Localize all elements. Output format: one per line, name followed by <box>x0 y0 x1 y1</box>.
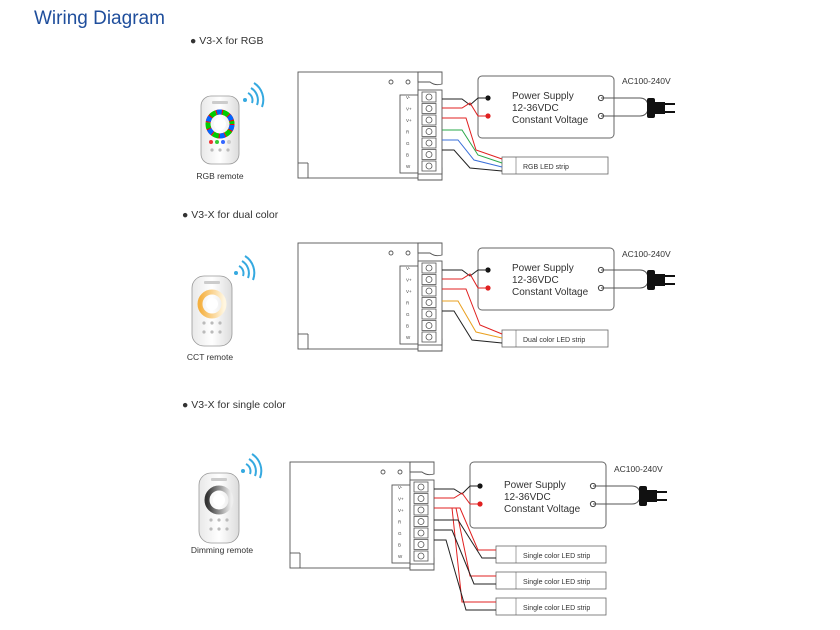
terminal-label: V- <box>398 485 403 490</box>
terminal-label: R <box>406 130 410 135</box>
ps-line1: Power Supply <box>512 91 574 102</box>
ac-label: AC100-240V <box>614 464 663 474</box>
terminal-label: W <box>406 335 411 340</box>
terminal-label: B <box>406 153 409 158</box>
wifi-icon <box>243 82 265 108</box>
terminal-screw <box>425 128 433 135</box>
terminal-screw <box>425 299 433 306</box>
terminal-label: B <box>398 543 401 548</box>
led-strip-rgb: RGB LED strip <box>501 156 609 175</box>
terminal-screw <box>425 310 433 318</box>
terminal-label: V- <box>406 95 411 100</box>
led-strip-dual: Dual color LED strip <box>501 329 609 348</box>
ps-line3: Constant Voltage <box>512 115 589 126</box>
controller-rgb: V- V+ V+ R G B W <box>297 71 443 181</box>
terminal-screw <box>425 333 433 341</box>
dimming-remote <box>198 472 240 544</box>
terminal-screw <box>425 162 433 170</box>
section-single-color: V- V+ V+ R G B W Power Supply 12-36VDC Constan… <box>198 453 667 616</box>
terminal-label: V- <box>406 266 411 271</box>
terminal-screw <box>425 139 433 147</box>
terminal-label: V+ <box>406 107 412 112</box>
terminal-screw <box>417 529 425 537</box>
strip-label: RGB LED strip <box>523 164 569 171</box>
terminal-screw <box>417 495 425 502</box>
terminal-label: W <box>406 164 411 169</box>
ps-line1: Power Supply <box>512 263 574 274</box>
strip-label: Single color LED strip <box>523 605 590 612</box>
ps-line2: 12-36VDC <box>504 492 551 503</box>
terminal-label: B <box>406 324 409 329</box>
terminal-screw <box>425 322 433 329</box>
terminal-label: G <box>406 141 410 146</box>
ps-line3: Constant Voltage <box>512 287 589 298</box>
wifi-icon <box>234 255 256 281</box>
terminal-screw <box>425 287 433 295</box>
power-supply-single: Power Supply 12-36VDC Constant Voltage <box>469 461 607 529</box>
terminal-screw <box>417 518 425 525</box>
rgb-remote <box>200 95 240 165</box>
terminal-label: V+ <box>406 118 412 123</box>
wires-single <box>434 485 496 611</box>
wifi-icon <box>241 453 263 479</box>
remote-label-dimming: Dimming remote <box>190 545 254 555</box>
section-rgb: V- V+ V+ R G B W Power Supply 12-36VDC Constan… <box>200 71 675 181</box>
terminal-label: W <box>398 554 403 559</box>
strip-label: Single color LED strip <box>523 553 590 560</box>
wires-rgb <box>442 97 503 172</box>
led-strip-single-3: Single color LED strip <box>495 597 607 616</box>
strip-label: Dual color LED strip <box>523 337 585 344</box>
plug-icon <box>593 485 667 506</box>
remote-label-rgb: RGB remote <box>196 171 244 181</box>
controller-single: V- V+ V+ R G B W <box>289 461 435 571</box>
terminal-screw <box>425 276 433 283</box>
power-supply-rgb: Power Supply 12-36VDC Constant Voltage <box>477 75 615 139</box>
terminal-label: V+ <box>406 289 412 294</box>
ac-label: AC100-240V <box>622 249 671 259</box>
ac-label: AC100-240V <box>622 76 671 86</box>
led-strip-single-2: Single color LED strip <box>495 571 607 590</box>
terminal-label: R <box>398 520 402 525</box>
terminal-screw <box>425 105 433 112</box>
led-strip-single-1: Single color LED strip <box>495 545 607 564</box>
terminal-screw <box>425 116 433 124</box>
terminal-label: V+ <box>398 497 404 502</box>
cct-remote <box>191 275 233 347</box>
section-label-rgb: ● V3-X for RGB <box>190 35 264 47</box>
terminal-label: G <box>406 312 410 317</box>
ps-line3: Constant Voltage <box>504 504 581 515</box>
terminal-screw <box>425 93 433 101</box>
terminal-label: R <box>406 301 410 306</box>
section-dual-color: V- V+ V+ R G B W Power Supply 12-36VDC Constan… <box>191 242 675 352</box>
ps-line2: 12-36VDC <box>512 275 559 286</box>
terminal-label: V+ <box>398 508 404 513</box>
remote-label-cct: CCT remote <box>186 352 234 362</box>
terminal-screw <box>425 151 433 158</box>
page-title: Wiring Diagram <box>34 8 165 29</box>
ps-line2: 12-36VDC <box>512 103 559 114</box>
terminal-screw <box>425 264 433 272</box>
ps-line1: Power Supply <box>504 480 566 491</box>
controller-dual: V- V+ V+ R G B W <box>297 242 443 352</box>
section-label-dual-color: ● V3-X for dual color <box>182 209 279 221</box>
strip-label: Single color LED strip <box>523 579 590 586</box>
wires-dual <box>442 269 503 344</box>
terminal-screw <box>417 541 425 548</box>
plug-icon <box>601 97 675 118</box>
plug-icon <box>601 269 675 290</box>
terminal-label: G <box>398 531 402 536</box>
power-supply-dual: Power Supply 12-36VDC Constant Voltage <box>477 247 615 311</box>
section-label-single-color: ● V3-X for single color <box>182 399 286 411</box>
terminal-screw <box>417 483 425 491</box>
terminal-screw <box>417 552 425 560</box>
terminal-screw <box>417 506 425 514</box>
terminal-label: V+ <box>406 278 412 283</box>
